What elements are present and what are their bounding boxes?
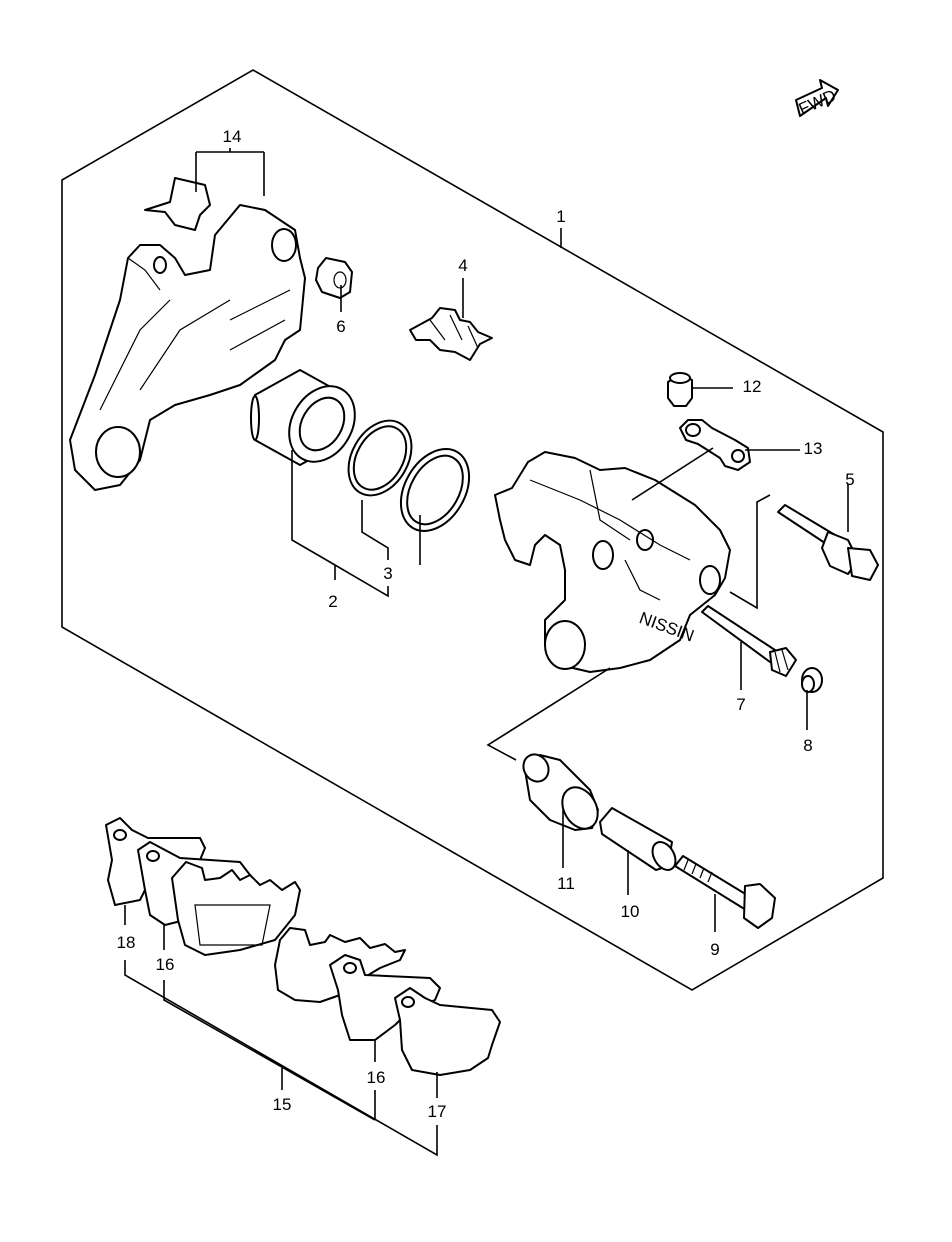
- bleeder-cap: [679, 419, 751, 471]
- brake-pads-set: [105, 817, 501, 1076]
- callout-10: 10: [621, 902, 640, 921]
- callout-6: 6: [336, 317, 345, 336]
- callout-18: 18: [117, 933, 136, 952]
- callout-12: 12: [743, 377, 762, 396]
- callout-2: 2: [328, 592, 337, 611]
- fwd-arrow-icon: FWD: [795, 79, 839, 119]
- pad-spring: [409, 307, 493, 361]
- callout-16-front: 16: [156, 955, 175, 974]
- callout-17: 17: [428, 1102, 447, 1121]
- callout-13: 13: [804, 439, 823, 458]
- mounting-bolt-9: [674, 855, 776, 929]
- callout-labels: 1 2 3 4 5 6 7 8 9 10 11 12 13 14 15 16 1…: [117, 127, 855, 1121]
- leader-lines: [124, 148, 849, 1157]
- pin-plug: [801, 667, 823, 693]
- bleeder-valve: [667, 372, 693, 407]
- boot: [315, 257, 353, 299]
- sleeve: [599, 807, 677, 871]
- callout-8: 8: [803, 736, 812, 755]
- callout-15: 15: [273, 1095, 292, 1114]
- callout-11: 11: [557, 874, 575, 893]
- caliper-body: NISSIN: [494, 451, 731, 673]
- callout-3: 3: [383, 564, 392, 583]
- callout-7: 7: [736, 695, 745, 714]
- mounting-bolt-5: [777, 504, 879, 581]
- callout-5: 5: [845, 470, 854, 489]
- caliper-bracket: [69, 177, 306, 491]
- pad-pin: [701, 605, 797, 677]
- piston-seals: [347, 419, 471, 532]
- sleeve-boot: [522, 753, 599, 831]
- callout-16-rear: 16: [367, 1068, 386, 1087]
- assembly-boundary: [61, 69, 884, 991]
- callout-1: 1: [556, 207, 565, 226]
- callout-14: 14: [223, 127, 242, 146]
- callout-4: 4: [458, 256, 467, 275]
- piston: [250, 369, 356, 466]
- callout-9: 9: [710, 940, 719, 959]
